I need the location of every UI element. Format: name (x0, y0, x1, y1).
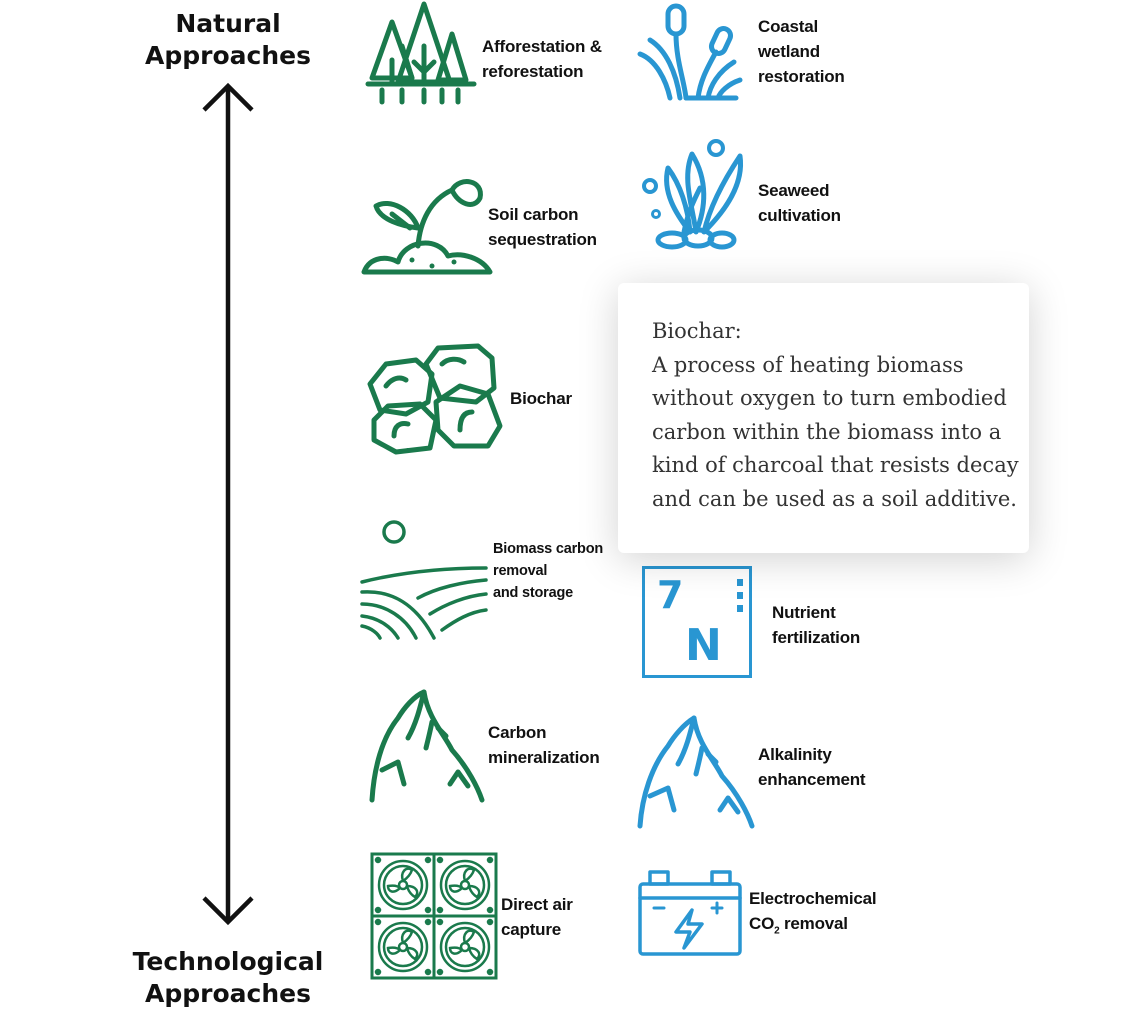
biochar-item[interactable]: Biochar (366, 343, 576, 456)
nutrient-fertilization-item[interactable]: 7 N Nutrient fertilization (642, 566, 872, 684)
tooltip-line: and can be used as a soil additive. (652, 486, 1017, 511)
alkalinity-enhancement-label: Alkalinity enhancement (758, 745, 866, 789)
biochar-label: Biochar (510, 389, 572, 408)
element-symbol: N (685, 620, 722, 671)
biomass-carbon-removal-label: Biomass carbon removal and storage (493, 541, 604, 601)
electrochemical-removal-label: Electrochemical CO2 removal (749, 889, 877, 937)
carbon-mineralization-item[interactable]: Carbon mineralization (368, 688, 608, 806)
charcoal-lumps-icon (367, 343, 503, 455)
tooltip-line: kind of charcoal that resists decay (652, 453, 1019, 477)
forest-icon (365, 1, 477, 105)
tooltip-line: without oxygen to turn embodied (652, 386, 1007, 410)
afforestation-label: Afforestation & reforestation (482, 37, 602, 81)
farm-fields-icon (360, 520, 488, 640)
battery-icon (638, 870, 742, 956)
seaweed-label: Seaweed cultivation (758, 181, 841, 225)
sprout-in-soil-icon (361, 179, 493, 275)
afforestation-item[interactable]: Afforestation & reforestation (365, 0, 606, 110)
seaweed-item[interactable]: Seaweed cultivation (636, 138, 856, 252)
spectrum-arrow (202, 82, 254, 926)
biomass-carbon-removal-item[interactable]: Biomass carbon removal and storage (360, 518, 612, 642)
technological-approaches-label: Technological Approaches (132, 947, 324, 1008)
rock-mineral-icon (369, 689, 485, 803)
soil-carbon-item[interactable]: Soil carbon sequestration (361, 176, 602, 280)
coastal-wetland-label: Coastal wetland restoration (758, 17, 845, 86)
electron-dots (737, 579, 743, 612)
nutrient-fertilization-label: Nutrient fertilization (772, 603, 861, 647)
tooltip-line: carbon within the biomass into a (652, 419, 1002, 444)
natural-approaches-label: Natural Approaches (145, 9, 311, 70)
tooltip-title: Biochar: (652, 319, 742, 343)
direct-air-capture-item[interactable]: Direct air capture (370, 852, 590, 980)
direct-air-capture-label: Direct air capture (501, 895, 573, 939)
coastal-wetland-item[interactable]: Coastal wetland restoration (636, 0, 866, 110)
seaweed-icon (642, 139, 744, 250)
nitrogen-element-icon: 7 N (642, 566, 752, 678)
tooltip-line: A process of heating biomass (652, 352, 964, 377)
ocean-rock-icon (637, 715, 755, 829)
atomic-number: 7 (657, 573, 684, 617)
soil-carbon-label: Soil carbon sequestration (488, 205, 597, 249)
biochar-tooltip: Biochar: A process of heating biomass wi… (618, 283, 1029, 553)
fan-array-icon (370, 852, 498, 980)
alkalinity-enhancement-item[interactable]: Alkalinity enhancement (636, 710, 876, 830)
carbon-mineralization-label: Carbon mineralization (488, 723, 600, 767)
wetland-reeds-icon (637, 3, 743, 101)
electrochemical-removal-item[interactable]: Electrochemical CO2 removal (636, 866, 886, 960)
